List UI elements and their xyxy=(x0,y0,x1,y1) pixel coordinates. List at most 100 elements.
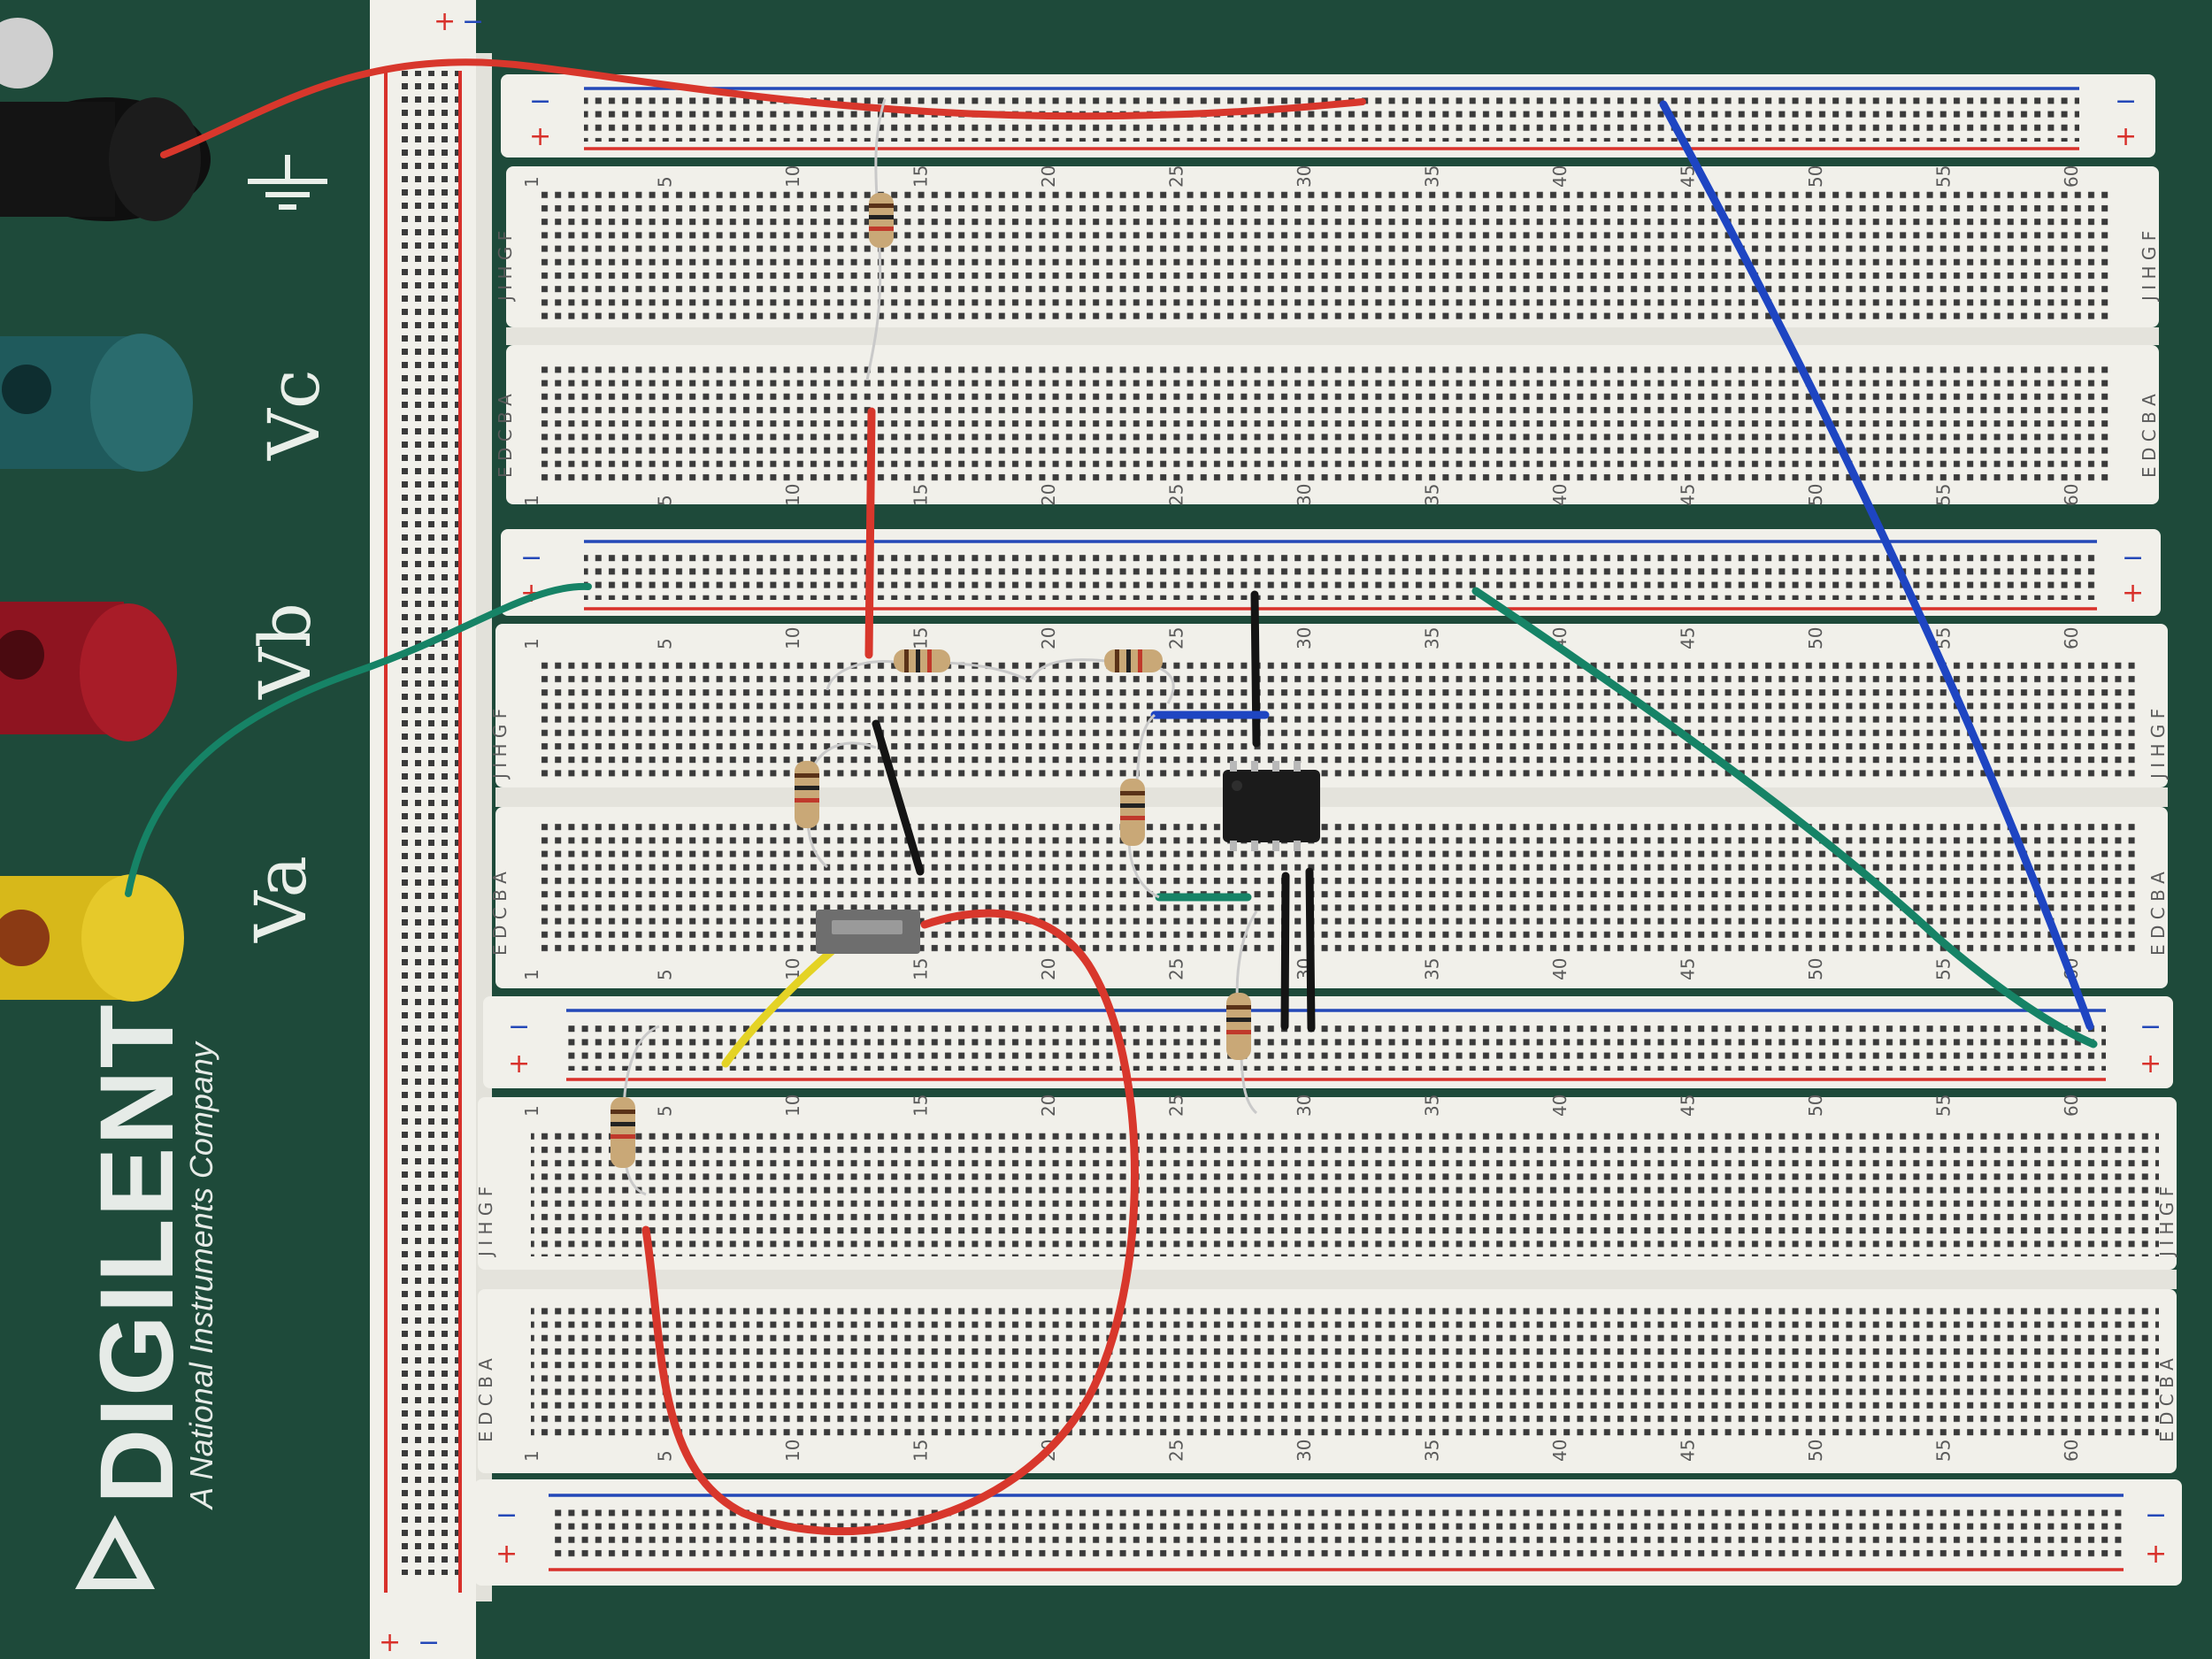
rail-plus-3: + xyxy=(508,1048,530,1079)
column-number: 20 xyxy=(1038,165,1059,188)
column-number: 50 xyxy=(1805,958,1826,980)
column-number: 30 xyxy=(1294,1094,1315,1117)
rows-top-1r: J I H G F xyxy=(2139,231,2160,303)
binding-post-ground[interactable] xyxy=(0,18,211,221)
column-number: 5 xyxy=(655,176,676,188)
wire-red-loop[interactable] xyxy=(641,909,1139,1536)
rows-bottom-2r: E D C B A xyxy=(2147,872,2169,956)
wire-red-vertical[interactable] xyxy=(864,407,876,659)
column-number: 10 xyxy=(782,484,803,506)
rail-minus-4r: − xyxy=(2145,1500,2167,1531)
column-number: 25 xyxy=(1166,1094,1187,1117)
wire-black-4[interactable] xyxy=(1305,867,1316,1033)
column-number: 20 xyxy=(1038,484,1059,506)
rows-top-2: J I H G F xyxy=(489,709,511,780)
ic-chip[interactable] xyxy=(1223,761,1320,851)
column-number: 35 xyxy=(1422,627,1443,649)
binding-post-vb[interactable] xyxy=(0,602,177,741)
column-number: 35 xyxy=(1422,165,1443,188)
wire-yellow[interactable] xyxy=(721,947,836,1068)
resistor-1[interactable] xyxy=(865,98,894,381)
resistor-7[interactable] xyxy=(611,1025,660,1196)
rail-minus-4: − xyxy=(495,1500,518,1531)
column-number: 30 xyxy=(1294,627,1315,649)
wires xyxy=(125,58,2098,1536)
column-number: 45 xyxy=(1678,484,1699,506)
rail-plus-4r: + xyxy=(2145,1539,2167,1570)
rows-top-1: J I H G F xyxy=(495,231,516,303)
rail-2: − + − + xyxy=(501,529,2161,616)
column-number: 35 xyxy=(1422,484,1443,506)
wire-red-ground[interactable] xyxy=(160,58,1366,158)
strip-plus-top: + xyxy=(434,6,456,37)
rail-4: − + − + xyxy=(474,1479,2182,1586)
column-number: 45 xyxy=(1678,1094,1699,1117)
resistor-6[interactable] xyxy=(1226,910,1258,1115)
rail-plus-4: + xyxy=(495,1539,518,1570)
column-number: 35 xyxy=(1422,958,1443,980)
column-number: 35 xyxy=(1422,1094,1443,1117)
resistors xyxy=(611,98,1258,1196)
column-number: 15 xyxy=(910,484,932,506)
column-number: 45 xyxy=(1678,627,1699,649)
rows-bottom-2: E D C B A xyxy=(489,872,511,956)
resistor-4[interactable] xyxy=(795,741,877,869)
rail-minus-2r: − xyxy=(2122,542,2144,573)
column-number: 20 xyxy=(1038,1094,1059,1117)
binding-post-va[interactable] xyxy=(0,874,184,1002)
column-number: 55 xyxy=(1933,1094,1955,1117)
wire-black-2[interactable] xyxy=(1250,590,1261,748)
column-number: 1 xyxy=(521,1105,542,1117)
brand-name: DIGILENT xyxy=(79,1002,196,1504)
column-number: 60 xyxy=(2061,1440,2082,1462)
column-number: 25 xyxy=(1166,1440,1187,1462)
brand-logo xyxy=(74,1515,156,1589)
column-number: 50 xyxy=(1805,1094,1826,1117)
column-number: 15 xyxy=(910,1094,932,1117)
rows-top-3: J I H G F xyxy=(475,1187,496,1258)
vertical-power-strip: + − + − xyxy=(370,0,487,1659)
column-number: 10 xyxy=(782,1094,803,1117)
column-number: 25 xyxy=(1166,484,1187,506)
strip-minus-top: − xyxy=(462,6,484,37)
column-number: 55 xyxy=(1933,484,1955,506)
wire-green-va[interactable] xyxy=(125,582,592,897)
resistor-2[interactable] xyxy=(826,649,1027,691)
column-number: 55 xyxy=(1933,958,1955,980)
column-number: 15 xyxy=(910,165,932,188)
strip-plus-bottom: + xyxy=(379,1627,401,1658)
strip-minus-bottom: − xyxy=(418,1627,440,1658)
potentiometer[interactable] xyxy=(816,910,920,954)
rail-plus-1: + xyxy=(529,121,551,152)
column-number: 40 xyxy=(1549,484,1571,506)
column-number: 5 xyxy=(655,1105,676,1117)
wire-blue-long[interactable] xyxy=(1659,100,2094,1031)
column-number: 5 xyxy=(655,1450,676,1462)
rows-bottom-1: E D C B A xyxy=(495,394,516,478)
column-number: 55 xyxy=(1933,1440,1955,1462)
brand-tagline: A National Instruments Company xyxy=(183,1041,219,1510)
column-number: 20 xyxy=(1038,627,1059,649)
column-number: 40 xyxy=(1549,165,1571,188)
column-number: 15 xyxy=(910,1440,932,1462)
rail-plus-2r: + xyxy=(2122,578,2144,609)
resistor-3[interactable] xyxy=(1029,649,1175,704)
rail-minus-3: − xyxy=(508,1011,530,1042)
column-number: 60 xyxy=(2061,1094,2082,1117)
column-number: 15 xyxy=(910,958,932,980)
column-number: 25 xyxy=(1166,958,1187,980)
column-number: 45 xyxy=(1678,958,1699,980)
column-number: 1 xyxy=(521,1450,542,1462)
column-number: 25 xyxy=(1166,627,1187,649)
rail-minus-2: − xyxy=(520,542,542,573)
wire-black-3[interactable] xyxy=(1280,872,1290,1031)
binding-post-vc[interactable] xyxy=(0,334,193,472)
column-number: 55 xyxy=(1933,165,1955,188)
wire-green-long[interactable] xyxy=(1471,587,2098,1048)
wire-black-1[interactable] xyxy=(872,719,925,876)
resistor-5[interactable] xyxy=(1120,713,1160,899)
label-vb: Vb xyxy=(244,603,326,700)
